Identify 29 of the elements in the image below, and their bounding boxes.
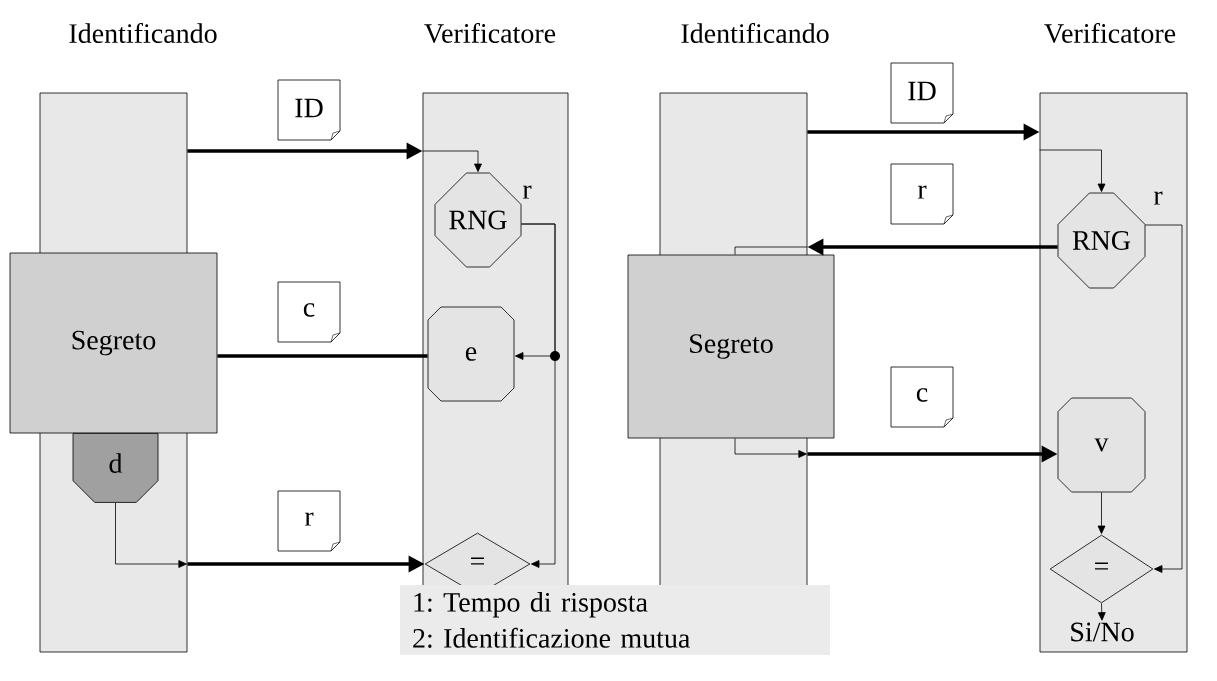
column-heading: Verificatore — [1044, 22, 1176, 44]
octagon: v — [1057, 397, 1146, 493]
document-label: ID — [890, 62, 954, 124]
arrow — [115, 502, 187, 568]
arrow — [521, 223, 556, 568]
octagon: RNG — [434, 172, 522, 268]
column-heading: Identificando — [69, 23, 217, 43]
arrow — [1145, 224, 1183, 573]
document-label: r — [277, 490, 341, 552]
document-label: c — [277, 281, 341, 343]
document-label: ID — [277, 79, 341, 141]
secret-box: Segreto — [9, 252, 218, 434]
column-heading: Verificatore — [424, 22, 556, 44]
document-label: r — [890, 163, 954, 225]
node-label: 2: Identificazione mutua — [413, 627, 690, 648]
arrow — [422, 150, 482, 172]
arrow — [1097, 492, 1106, 534]
note-box: 1: Tempo di risposta 2: Identificazione mutua — [400, 585, 830, 655]
arrow — [1039, 149, 1106, 192]
result-text: Si/No — [1071, 622, 1134, 642]
document-label: c — [890, 366, 954, 428]
output-label: r — [1153, 191, 1163, 205]
secret-box: Segreto — [627, 254, 835, 439]
octagon: e — [427, 306, 515, 402]
arrow — [1097, 603, 1106, 621]
octagon: RNG — [1057, 192, 1146, 289]
arrow — [734, 438, 807, 458]
column-heading: Identificando — [681, 23, 829, 43]
output-label: r — [522, 185, 532, 199]
